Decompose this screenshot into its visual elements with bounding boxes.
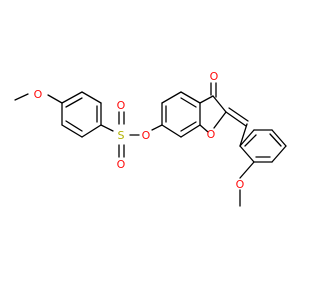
bond-ring2-e-inner xyxy=(180,121,197,132)
bond-aryl-s xyxy=(100,124,114,132)
bond-ring2-c-inner xyxy=(180,97,197,108)
atom-o-carbonyl: O xyxy=(210,70,219,83)
bond-ring1-e-inner xyxy=(65,120,83,132)
bond-methyl-o xyxy=(14,93,29,101)
atom-o-sulfonyl-bottom: O xyxy=(117,158,126,171)
bond-ring4-o xyxy=(239,161,255,179)
bond-ring1-a xyxy=(61,91,83,104)
bond-ring4-f xyxy=(239,129,255,147)
bond-ring3-b xyxy=(212,95,227,113)
structure-canvas: O S O O O O O O xyxy=(14,70,287,207)
bond-o-aryl xyxy=(47,94,63,104)
bond-ring3-c xyxy=(213,111,227,129)
atom-o-methoxy-right: O xyxy=(236,178,245,191)
bond-ring4-f-inner xyxy=(244,134,257,147)
bond-o-ring2 xyxy=(151,124,163,131)
bond-ring4-d-inner xyxy=(269,133,282,147)
atom-o-ring: O xyxy=(207,128,216,141)
bond-ring1-d xyxy=(81,124,102,138)
atom-o-methoxy-left: O xyxy=(34,88,43,101)
atom-labels: O S O O O O O O xyxy=(34,70,245,191)
bond-ring4-a xyxy=(239,145,255,163)
bond-ring4-d xyxy=(271,129,287,147)
bond-ring1-b xyxy=(81,91,102,104)
molecule-drawing: O S O O O O O O xyxy=(14,70,287,207)
atom-s-sulfonyl: S xyxy=(118,129,125,142)
bond-ring1-a-inner xyxy=(65,97,83,108)
atom-o-sulfonyl-top: O xyxy=(117,99,126,112)
bond-ring3-d xyxy=(199,124,209,133)
bond-link-ring4 xyxy=(239,123,248,147)
bond-ring1-e xyxy=(61,124,83,138)
bond-exocyclic-1 xyxy=(225,111,247,127)
bond-exocyclic-2 xyxy=(228,107,249,122)
bonds xyxy=(14,82,287,207)
atom-o-ester: O xyxy=(142,129,151,142)
bond-ring4-c xyxy=(271,145,287,163)
bond-ring2-f xyxy=(161,124,182,138)
bond-ring2-b xyxy=(161,91,182,104)
bond-ring3-a xyxy=(199,95,214,104)
bond-ring2-c xyxy=(180,91,201,104)
bond-ring2-e xyxy=(180,124,201,138)
